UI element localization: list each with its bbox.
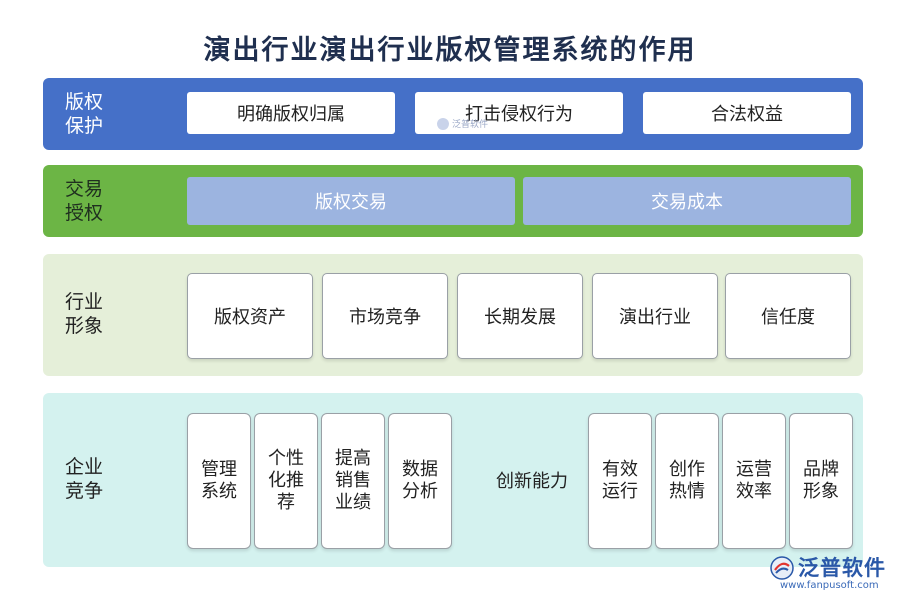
competition-center-innovation: 创新能力 (496, 471, 568, 492)
image-item-long-term-development: 长期发展 (457, 273, 583, 359)
logo-url: www.fanpusoft.com (780, 580, 879, 591)
watermark-text: 泛普软件 (452, 120, 489, 130)
band-copyright-protection: 版权 保护 明确版权归属 打击侵权行为 合法权益 (43, 78, 863, 150)
image-item-trust: 信任度 (725, 273, 851, 359)
competition-item-operation-efficiency: 运营 效率 (722, 413, 786, 549)
protection-item-ownership: 明确版权归属 (187, 92, 395, 134)
competition-item-data-analysis: 数据 分析 (388, 413, 452, 549)
image-item-performance-industry: 演出行业 (592, 273, 718, 359)
competition-item-personalized-recommendation: 个性 化推 荐 (254, 413, 318, 549)
watermark-logo-icon (437, 117, 449, 130)
competition-item-brand-image: 品牌 形象 (789, 413, 853, 549)
protection-item-legal-rights: 合法权益 (643, 92, 851, 134)
image-item-market-competition: 市场竞争 (322, 273, 448, 359)
fanpu-logo-icon (770, 556, 794, 580)
band-industry-image: 行业 形象 版权资产 市场竞争 长期发展 演出行业 信任度 (43, 254, 863, 376)
band-label-trade: 交易 授权 (65, 178, 104, 224)
competition-item-sales-performance: 提高 销售 业绩 (321, 413, 385, 549)
watermark: 泛普软件 (437, 117, 488, 130)
image-item-copyright-assets: 版权资产 (187, 273, 313, 359)
page-title: 演出行业演出行业版权管理系统的作用 (203, 35, 697, 66)
competition-item-effective-operation: 有效 运行 (588, 413, 652, 549)
fanpusoft-logo: 泛普软件 www.fanpusoft.com (770, 552, 895, 596)
band-label-image: 行业 形象 (65, 291, 104, 337)
band-trade-authorization: 交易 授权 版权交易 交易成本 (43, 165, 863, 237)
trade-item-trade-cost: 交易成本 (523, 177, 851, 225)
trade-item-copyright-trade: 版权交易 (187, 177, 515, 225)
logo-name: 泛普软件 (798, 556, 886, 580)
protection-item-anti-infringement: 打击侵权行为 (415, 92, 623, 134)
band-enterprise-competition: 企业 竞争 管理 系统 个性 化推 荐 提高 销售 业绩 数据 分析 创新能力 … (43, 393, 863, 567)
band-label-competition: 企业 竞争 (65, 456, 104, 502)
competition-item-management-system: 管理 系统 (187, 413, 251, 549)
band-label-protection: 版权 保护 (65, 91, 104, 137)
competition-item-creative-passion: 创作 热情 (655, 413, 719, 549)
